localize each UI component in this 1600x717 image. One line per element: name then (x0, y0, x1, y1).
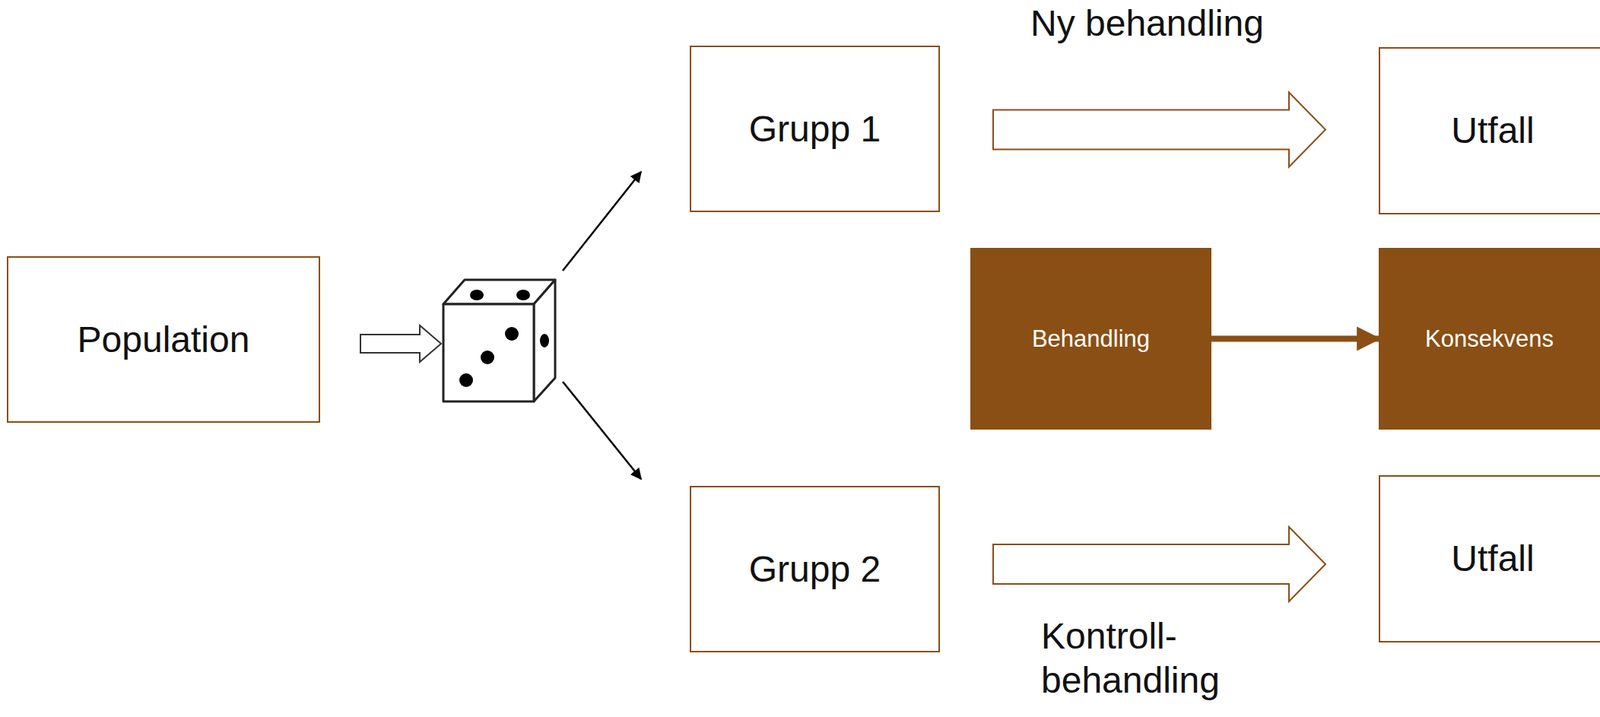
edge-label: Kontroll- behandling (1041, 614, 1346, 702)
box-label: Behandling (1031, 324, 1150, 353)
box-label: Grupp 2 (749, 547, 881, 592)
group-box: Grupp 1 (689, 45, 940, 213)
treatment-box: Behandling (970, 247, 1212, 430)
dice-arrow (562, 381, 642, 480)
box-label: Population (77, 317, 251, 362)
population-box: Population (6, 256, 321, 423)
box-label: Utfall (1450, 536, 1534, 581)
hollow-arrow (993, 92, 1326, 168)
hollow-arrow (360, 325, 442, 362)
box-label: Utfall (1450, 108, 1534, 153)
consequence-box: Konsekvens (1378, 247, 1600, 430)
arrow-line (1211, 336, 1379, 343)
dice-arrow (562, 171, 642, 271)
hollow-arrow (993, 526, 1326, 602)
group-box: Grupp 2 (689, 485, 940, 653)
outcome-box: Utfall (1378, 475, 1600, 643)
edge-label: Ny behandling (1030, 1, 1335, 46)
dice-icon (443, 279, 556, 402)
outcome-box: Utfall (1378, 47, 1600, 215)
box-label: Konsekvens (1425, 324, 1554, 353)
box-label: Grupp 1 (749, 107, 881, 152)
